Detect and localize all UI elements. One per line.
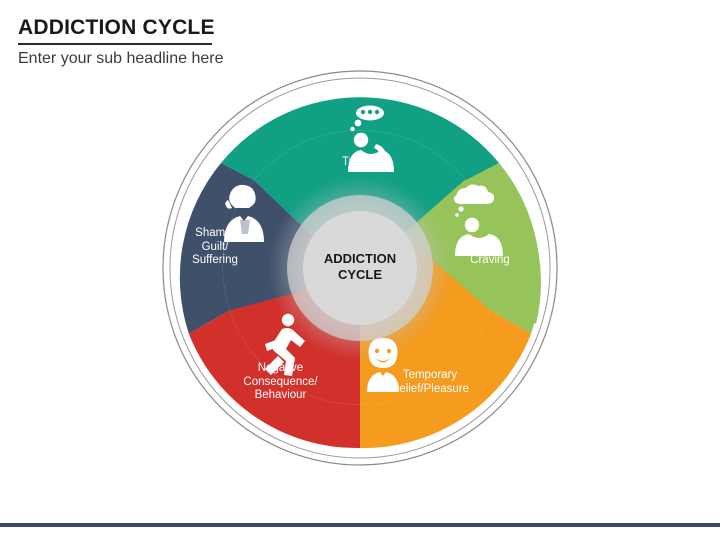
diagram-center-label: ADDICTION CYCLE (323, 251, 397, 282)
person-cloud-thought-icon (454, 184, 503, 256)
footer-bar (0, 523, 720, 527)
page-title: ADDICTION CYCLE (18, 16, 215, 39)
person-thought-bubble-icon (348, 105, 394, 172)
addiction-cycle-diagram: Trigger Craving Temporary Relief/Pleasur… (160, 68, 560, 468)
page-subtitle: Enter your sub headline here (18, 50, 224, 67)
footer-fill (0, 527, 720, 540)
happy-face-icon (367, 338, 399, 392)
title-rule (18, 43, 212, 45)
crying-person-icon (224, 184, 264, 242)
hub-inner (303, 211, 417, 325)
outer-ring-inner (169, 77, 551, 459)
outer-ring (162, 70, 558, 466)
running-person-icon (265, 313, 305, 376)
